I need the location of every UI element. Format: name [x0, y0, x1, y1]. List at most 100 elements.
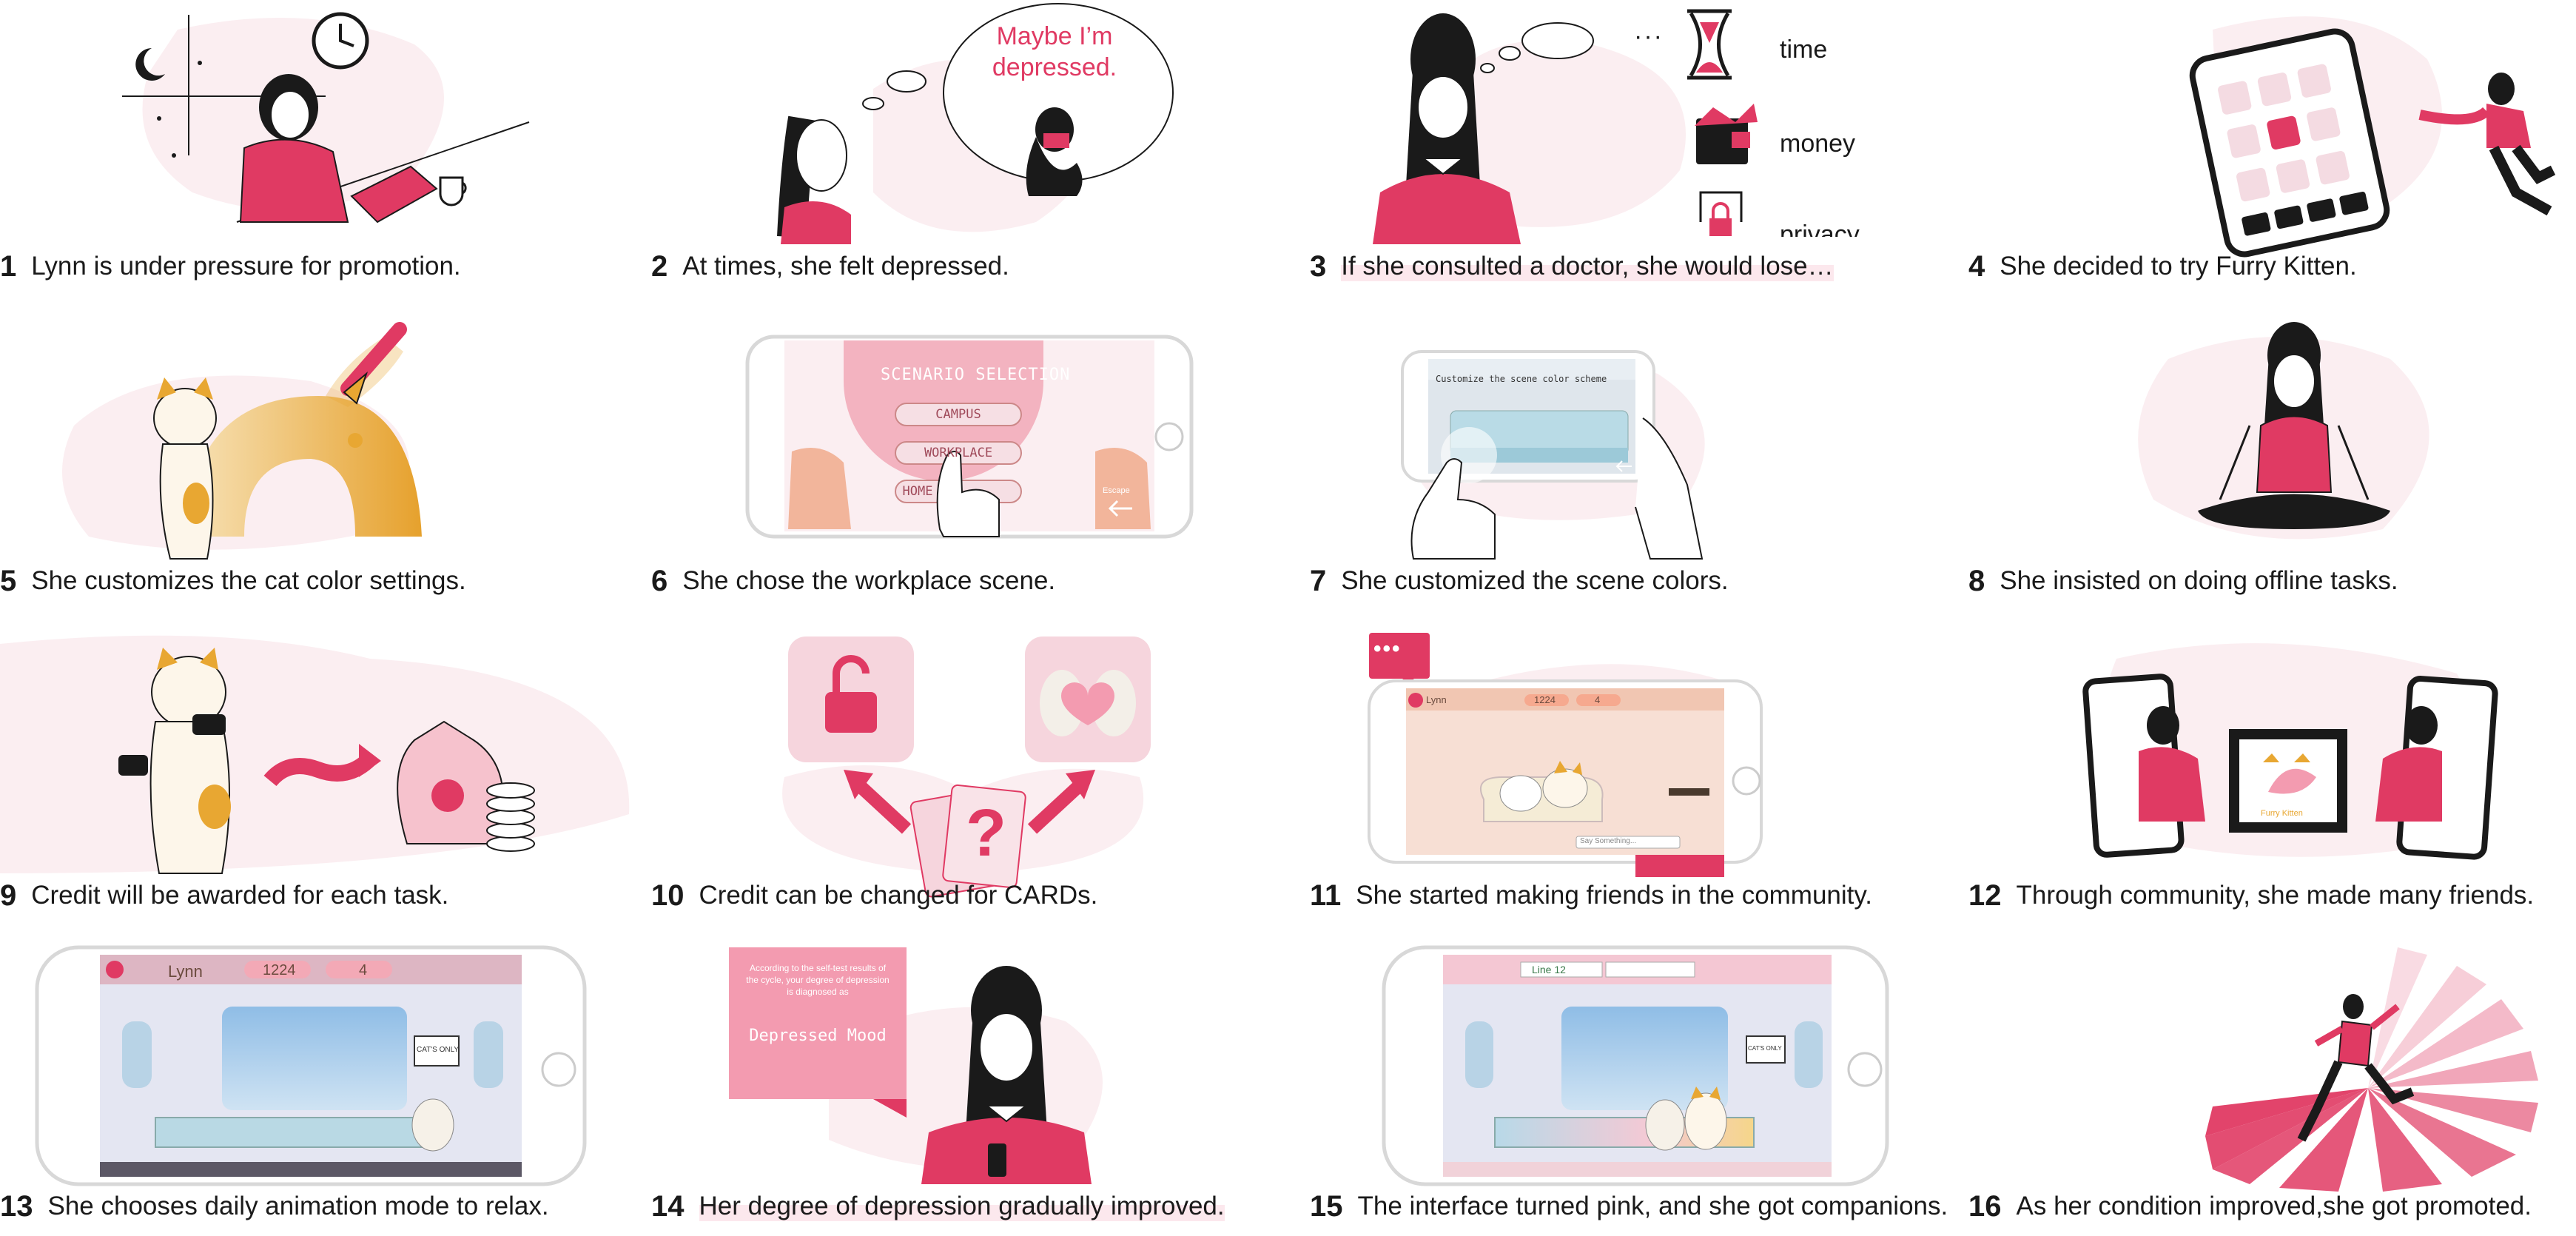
cats-only-sign: [1746, 1035, 1786, 1064]
panel-8-illustration: [2138, 322, 2429, 540]
panel-11-illustration: [1368, 633, 1763, 877]
tank-top: [2256, 415, 2333, 493]
card-symbol: ?: [966, 796, 1006, 870]
thought-dots: ···: [1634, 22, 1664, 50]
panel-10: ? 10 Credit can be changed for CARDs.: [651, 629, 1295, 947]
escape-label[interactable]: Escape: [1103, 486, 1130, 495]
hud-hearts: 4: [359, 962, 368, 978]
caption: 1 Lynn is under pressure for promotion.: [0, 237, 461, 296]
window: [222, 1007, 407, 1110]
card-icon: [942, 784, 1026, 889]
screen-title: SCENARIO SELECTION: [881, 366, 1071, 384]
option-home-label[interactable]: HOME: [902, 484, 933, 499]
panel-5-illustration: [62, 322, 422, 560]
panel-7-illustration: [1401, 350, 1705, 560]
panel-number: 12: [1968, 879, 2002, 912]
dumbbell-icon: [192, 714, 226, 735]
coin-stack-icon: [486, 782, 535, 852]
left-hand-icon: [1410, 458, 1496, 560]
panel-9-illustration: [0, 635, 630, 874]
panel-number: 8: [1968, 564, 1985, 597]
panel-number: 1: [0, 249, 17, 283]
furry-kitten-app-icon: [2267, 115, 2301, 150]
screen-title: Customize the scene color scheme: [1436, 374, 1607, 384]
caption-text: She customized the scene colors.: [1341, 566, 1729, 595]
hud-name: Lynn: [1426, 694, 1447, 705]
diagnosis-note: [729, 947, 907, 1099]
option-workplace-label[interactable]: WORKPLACE: [924, 446, 993, 460]
panel-12-illustration: [2082, 643, 2498, 860]
unlock-icon: [825, 692, 877, 733]
window: [1561, 1007, 1728, 1110]
caption: 8 She insisted on doing offline tasks.: [1968, 551, 2398, 611]
laptop-icon: [350, 165, 438, 224]
option-campus-label[interactable]: CAMPUS: [935, 407, 981, 422]
panel-6-illustration: [745, 335, 1194, 539]
privacy-file-icon: [1699, 191, 1743, 222]
panel-4-illustration: [2189, 16, 2556, 258]
coffee-cup-icon: [439, 176, 464, 206]
panel-number: 16: [1968, 1189, 2002, 1223]
caption: 10 Credit can be changed for CARDs.: [651, 866, 1097, 925]
panel-number: 13: [0, 1189, 33, 1223]
dropper-icon: [340, 322, 407, 396]
label-time: time: [1780, 36, 1828, 64]
color-arc: [185, 396, 422, 537]
panel-3-illustration: [1373, 9, 1758, 244]
logo-text: Furry Kitten: [2261, 809, 2303, 818]
panel-7: Customize the scene color scheme 7 She cu…: [1310, 315, 1954, 633]
dumbbell-icon: [118, 755, 148, 776]
panel-13-illustration: [35, 945, 587, 1186]
caption-text: She chose the workplace scene.: [682, 566, 1056, 595]
caption: 14 Her degree of depression gradually imp…: [651, 1177, 1225, 1236]
panel-6: SCENARIO SELECTION CAMPUS WORKPLACE HOME…: [651, 315, 1295, 633]
caption: 16 As her condition improved,she got prom…: [1968, 1177, 2532, 1236]
panel-number: 10: [651, 879, 685, 912]
chat-input: [1575, 836, 1681, 849]
hand-icon: [936, 451, 1000, 537]
caption-text: At times, she felt depressed.: [682, 252, 1009, 281]
caption-text: As her condition improved,she got promot…: [2016, 1192, 2532, 1220]
chat-bubble-icon: [1369, 633, 1430, 679]
caption-text: She insisted on doing offline tasks.: [2000, 566, 2398, 595]
arrow-icon: [263, 752, 376, 787]
cat-icon: [153, 388, 217, 449]
panel-number: 15: [1310, 1189, 1343, 1223]
caption-text: Lynn is under pressure for promotion.: [31, 252, 461, 281]
panel-8: 8 She insisted on doing offline tasks.: [1968, 315, 2576, 633]
thought-text: Maybe I’m depressed.: [992, 22, 1117, 81]
line-sign: [1520, 961, 1603, 978]
panel-number: 7: [1310, 564, 1327, 597]
panel-1-illustration: [122, 12, 530, 224]
thought-bubble: [1521, 22, 1594, 59]
panel-10-illustration: [782, 637, 1151, 898]
hud-name: Lynn: [168, 962, 203, 981]
caption-text: Her degree of depression gradually impro…: [699, 1192, 1225, 1221]
caption-text: She started making friends in the commun…: [1356, 881, 1873, 910]
panel-number: 2: [651, 249, 668, 283]
caption: 2 At times, she felt depressed.: [651, 237, 1009, 296]
panel-number: 14: [651, 1189, 685, 1223]
hud-hearts: 4: [1595, 694, 1601, 705]
panel-number: 9: [0, 879, 17, 912]
panel-2-illustration: [777, 3, 1174, 244]
chat-dots: •••: [1373, 637, 1402, 661]
panel-14-illustration: [729, 947, 1103, 1184]
line-sign-text: Line 12: [1532, 964, 1566, 975]
panel-15-illustration: [1382, 945, 1889, 1186]
caption-text: Credit can be changed for CARDs.: [699, 881, 1098, 910]
back-icon: [106, 961, 124, 978]
note-body: According to the self-test results of th…: [746, 963, 890, 997]
sign-text: CAT'S ONLY: [417, 1046, 460, 1054]
panel-14: According to the self-test results of th…: [651, 940, 1295, 1236]
chat-input-hint[interactable]: Say Something...: [1580, 837, 1637, 845]
panel-1: 1 Lynn is under pressure for promotion.: [0, 0, 644, 318]
